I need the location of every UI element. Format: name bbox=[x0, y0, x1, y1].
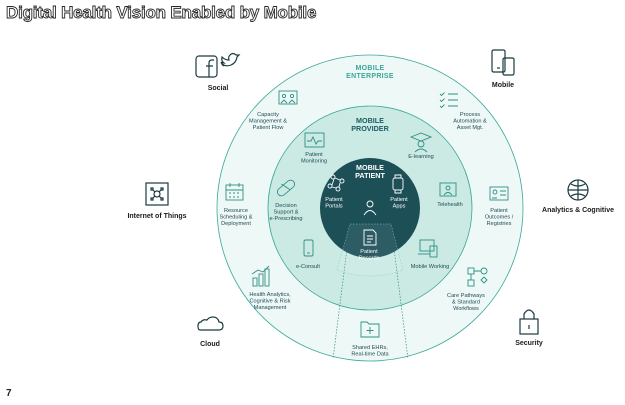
smartphone-icon bbox=[303, 239, 314, 257]
phone-tablet-icon bbox=[491, 49, 515, 76]
people-board-icon bbox=[278, 90, 298, 105]
flowchart-icon bbox=[467, 267, 488, 287]
folder-plus-icon bbox=[360, 321, 380, 338]
mobile-outside-item: Mobile bbox=[491, 49, 515, 89]
elearning-item: E-learning bbox=[408, 132, 434, 160]
id-card-icon bbox=[489, 186, 509, 201]
person-icon bbox=[363, 200, 377, 216]
lock-icon bbox=[519, 309, 539, 335]
mobile-patient-core bbox=[320, 158, 420, 258]
checklist-icon bbox=[439, 92, 458, 109]
devices-icon bbox=[418, 239, 438, 258]
iot-item: Internet of Things bbox=[127, 182, 187, 220]
video-call-icon bbox=[439, 182, 457, 197]
person-center-item bbox=[363, 200, 377, 216]
records-file-icon bbox=[363, 229, 377, 246]
cloud-icon bbox=[197, 316, 224, 331]
security-item: Security bbox=[515, 309, 543, 347]
svg-text:Analytics & Cognitive: Analytics & Cognitive bbox=[542, 207, 614, 214]
telehealth-item: Telehealth bbox=[437, 182, 463, 208]
smartwatch-icon bbox=[392, 174, 404, 194]
svg-text:Cloud: Cloud bbox=[200, 341, 220, 348]
network-icon bbox=[327, 174, 345, 192]
svg-text:Mobile: Mobile bbox=[492, 82, 514, 89]
svg-text:Security: Security bbox=[515, 340, 543, 347]
heart-monitor-icon bbox=[304, 132, 325, 148]
working-item: Mobile Working bbox=[411, 239, 449, 270]
cloud-item: Cloud bbox=[197, 316, 224, 348]
graduate-icon bbox=[409, 132, 433, 153]
svg-text:E-learning: E-learning bbox=[408, 154, 434, 160]
analytics-cognitive-item: Analytics & Cognitive bbox=[542, 179, 614, 214]
social-item: Social bbox=[195, 52, 241, 92]
patient-records-sector bbox=[336, 223, 404, 277]
svg-text:Social: Social bbox=[208, 85, 229, 92]
econsult-item: e-Consult bbox=[296, 239, 320, 270]
page-number: 7 bbox=[6, 388, 12, 399]
svg-text:e-Consult: e-Consult bbox=[296, 264, 320, 270]
page-title: Digital Health Vision Enabled by Mobile bbox=[6, 3, 317, 23]
svg-text:Health Analytics,Cognitive & R: Health Analytics,Cognitive & RiskManagem… bbox=[249, 292, 291, 311]
iot-icon bbox=[145, 182, 169, 206]
shared-ehr-item: Shared EHRs,Real-time Data bbox=[351, 321, 390, 358]
svg-text:Shared EHRs,Real-time Data: Shared EHRs,Real-time Data bbox=[351, 345, 389, 358]
twitter-icon bbox=[220, 52, 241, 67]
svg-text:Internet of Things: Internet of Things bbox=[127, 213, 186, 220]
svg-text:Telehealth: Telehealth bbox=[437, 202, 463, 208]
bar-chart-icon bbox=[251, 265, 270, 287]
pill-icon bbox=[276, 179, 296, 197]
facebook-icon bbox=[195, 55, 218, 78]
svg-text:Mobile Working: Mobile Working bbox=[411, 264, 449, 270]
brain-globe-icon bbox=[567, 179, 589, 201]
calendar-icon bbox=[225, 183, 244, 201]
